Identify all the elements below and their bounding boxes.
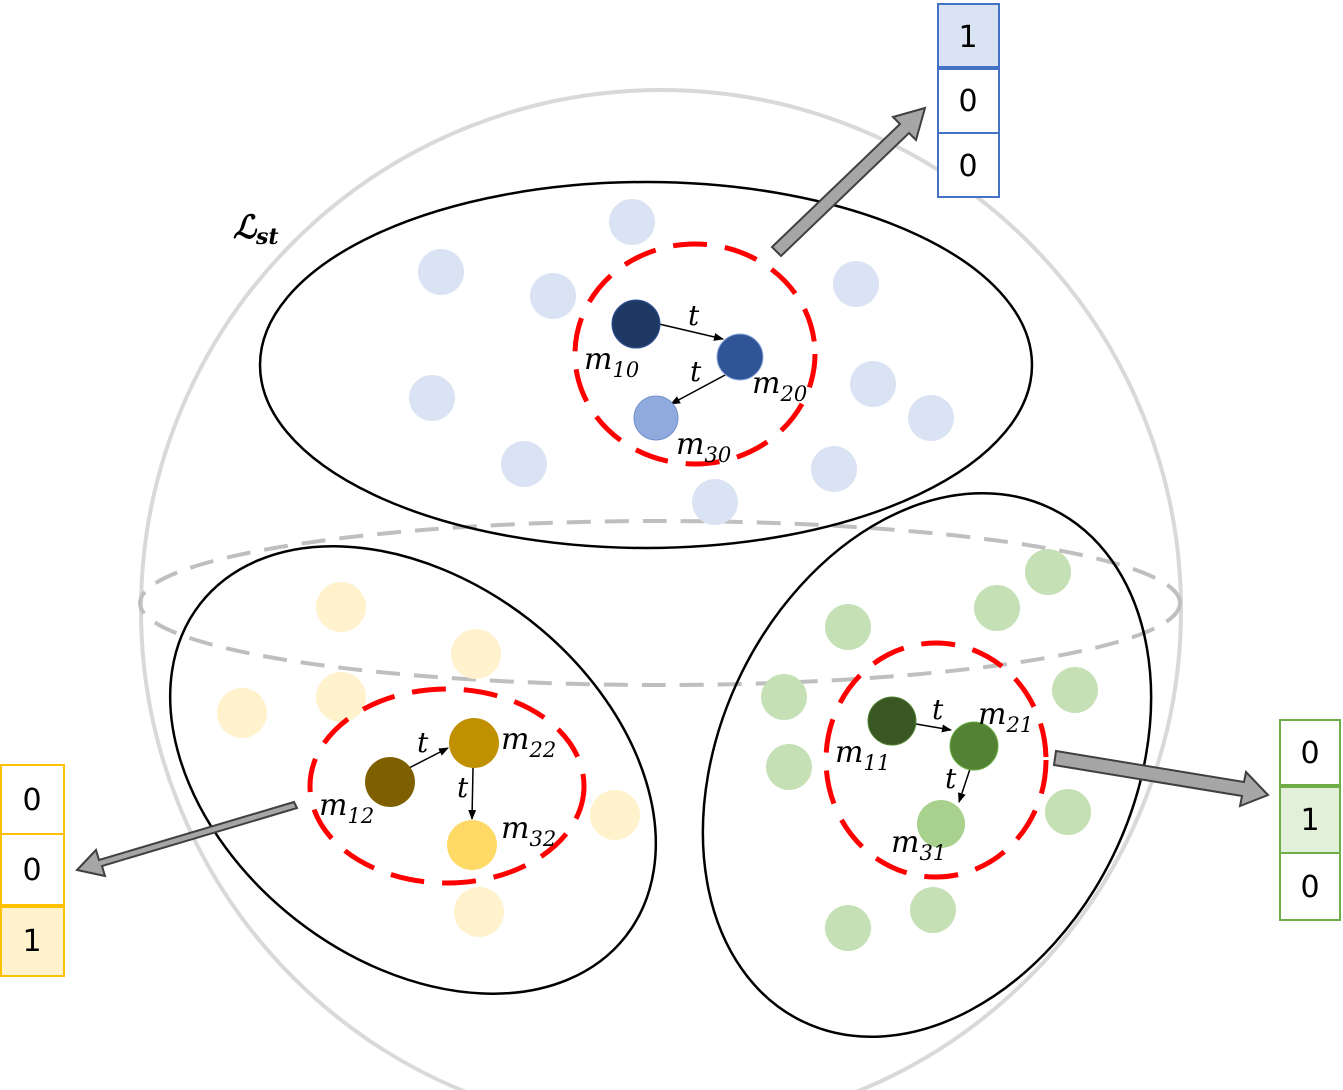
output-vector-green: 0 1 0 [1279, 719, 1341, 921]
background-dot [766, 744, 812, 790]
background-dot [501, 441, 547, 487]
neighborhood-circle-green [823, 640, 1049, 880]
node-m21 [949, 721, 999, 771]
node-m31 [917, 800, 965, 848]
vector-value: 0 [958, 84, 977, 119]
cluster-ellipse-green [701, 491, 1153, 1039]
light-dots-yellow [217, 582, 640, 937]
background-dot [974, 585, 1020, 631]
edge-label-blue-1: t [688, 299, 700, 332]
edge-label-green-2: t [945, 762, 957, 795]
background-dot [409, 375, 455, 421]
vector-value: 0 [22, 783, 41, 818]
outer-sphere [139, 88, 1183, 1090]
background-dot [451, 629, 501, 679]
background-dot [316, 672, 366, 722]
output-arrow-yellow [75, 800, 299, 878]
background-dot [908, 395, 954, 441]
background-dot [217, 688, 267, 738]
background-dot [811, 446, 857, 492]
neighborhood-circle-yellow [307, 686, 587, 886]
node-label-m12: m12 [319, 788, 374, 828]
vector-cell [1279, 785, 1341, 854]
node-m11 [867, 696, 917, 746]
vector-cell [0, 764, 65, 835]
node-label-m10: m10 [584, 342, 639, 382]
node-label-m32: m32 [501, 811, 556, 851]
vector-cell [937, 132, 1000, 198]
node-m20 [716, 333, 764, 381]
background-dot [530, 273, 576, 319]
light-dots-green [761, 549, 1098, 951]
edge-yellow-1 [408, 747, 449, 769]
node-label-m21: m21 [978, 697, 1033, 737]
edge-label-yellow-1: t [417, 726, 429, 759]
background-dot [761, 674, 807, 720]
vector-value: 1 [958, 20, 977, 55]
background-dot [692, 479, 738, 525]
background-dot [454, 887, 504, 937]
loss-label: ℒst [233, 208, 279, 250]
background-dot [418, 249, 464, 295]
vector-cell [1279, 719, 1341, 787]
edge-green-2 [958, 768, 971, 803]
edge-label-green-1: t [932, 693, 944, 726]
background-dot [1045, 789, 1091, 835]
vector-value: 1 [22, 924, 41, 959]
vector-cell [1279, 852, 1341, 921]
cluster-ellipse-blue [258, 180, 1034, 550]
output-arrow-blue [770, 106, 927, 258]
node-m12 [365, 757, 415, 807]
vector-cell [937, 67, 1000, 134]
background-dot [825, 905, 871, 951]
vector-value: 0 [1300, 736, 1319, 771]
node-label-m30: m30 [676, 427, 731, 467]
edge-blue-1 [658, 323, 724, 341]
vector-cell [0, 833, 65, 907]
background-dot [850, 361, 896, 407]
vector-value: 0 [1300, 870, 1319, 905]
edge-green-1 [915, 723, 952, 733]
vector-value: 0 [22, 853, 41, 888]
edge-blue-2 [670, 373, 728, 405]
vector-value: 0 [958, 149, 977, 184]
vector-cell [0, 905, 65, 977]
background-dot [825, 604, 871, 650]
output-vector-yellow: 0 0 1 [0, 764, 65, 977]
node-m30 [633, 395, 679, 441]
vector-value: 1 [1300, 803, 1319, 838]
output-vector-blue: 1 0 0 [937, 3, 1000, 198]
background-dot [1025, 549, 1071, 595]
node-label-m20: m20 [752, 366, 807, 406]
neighborhood-circle-blue [572, 241, 818, 467]
node-label-m11: m11 [835, 735, 890, 775]
node-label-m22: m22 [501, 722, 556, 762]
node-m22 [449, 718, 499, 768]
light-dots-blue [409, 199, 954, 525]
edge-yellow-2 [468, 767, 477, 820]
background-dot [910, 887, 956, 933]
node-m10 [611, 299, 661, 349]
node-m32 [447, 820, 497, 870]
node-label-m31: m31 [891, 825, 946, 865]
background-dot [1052, 667, 1098, 713]
edge-label-blue-2: t [690, 355, 702, 388]
background-dot [590, 790, 640, 840]
cluster-ellipse-yellow [168, 545, 658, 995]
background-dot [316, 582, 366, 632]
background-dot [609, 199, 655, 245]
sphere-equator-dashed [138, 519, 1182, 687]
background-dot [833, 261, 879, 307]
edge-label-yellow-2: t [457, 771, 469, 804]
output-arrow-green [1052, 749, 1270, 808]
